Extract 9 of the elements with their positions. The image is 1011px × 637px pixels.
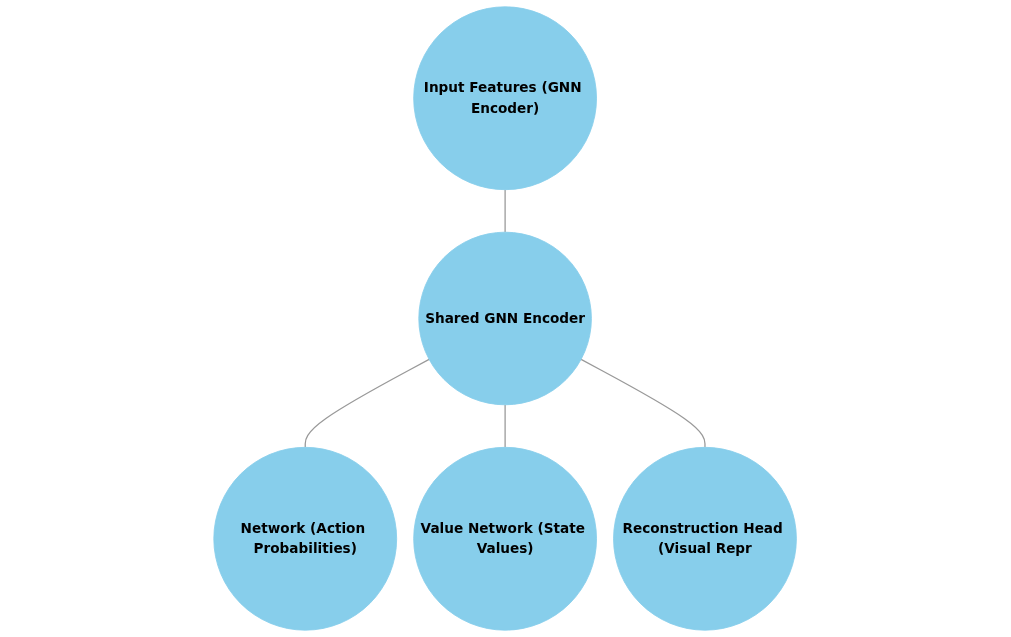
connector xyxy=(504,404,507,448)
node-circle: Input Features (GNN Encoder) xyxy=(413,6,598,191)
connector xyxy=(504,189,507,233)
connector xyxy=(580,358,706,448)
node-circle: Network (Action Probabilities) xyxy=(213,446,398,631)
node-circle: Value Network (State Values) xyxy=(413,446,598,631)
node-circle: Reconstruction Head (Visual Repr xyxy=(613,446,798,631)
node-circle: Shared GNN Encoder xyxy=(418,231,593,406)
connector xyxy=(305,358,431,448)
